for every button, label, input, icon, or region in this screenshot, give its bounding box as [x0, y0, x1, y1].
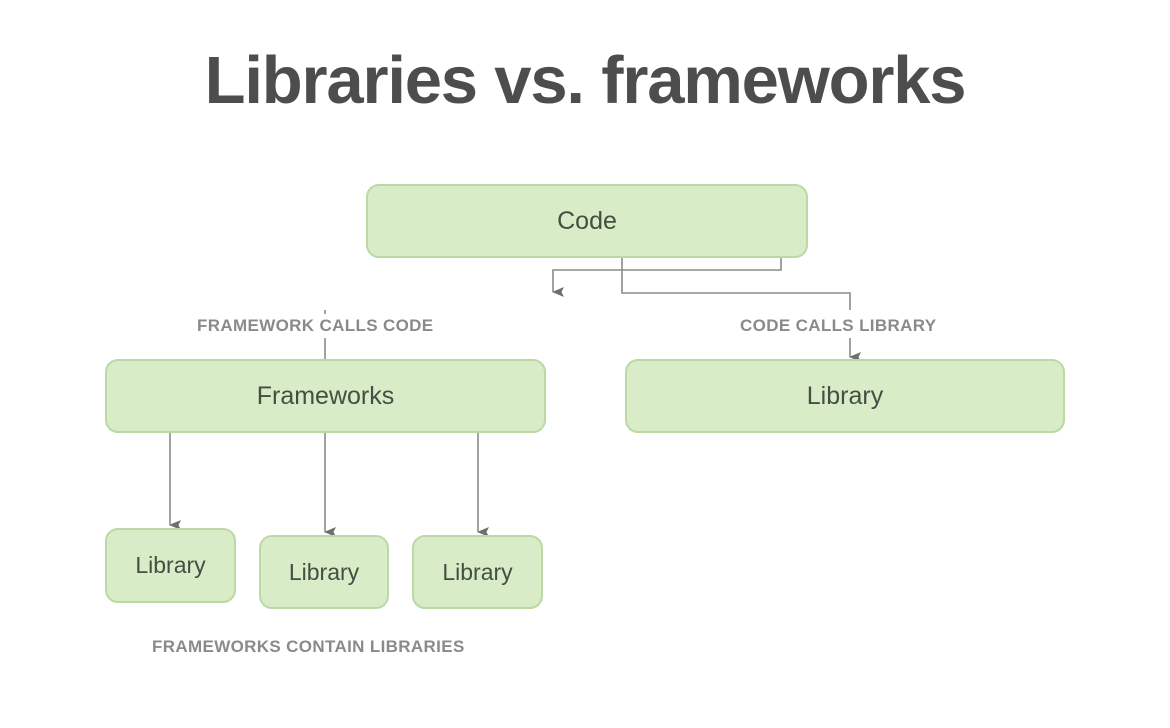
- edge-label-code-calls-library: CODE CALLS LIBRARY: [736, 314, 941, 338]
- node-library-2[interactable]: Library: [259, 535, 389, 609]
- caption-frameworks-contain-libraries: FRAMEWORKS CONTAIN LIBRARIES: [148, 635, 469, 659]
- edge-code-to-library-right-a: [621, 258, 851, 310]
- node-library-right[interactable]: Library: [625, 359, 1065, 433]
- edge-label-framework-calls-code: FRAMEWORK CALLS CODE: [193, 314, 438, 338]
- page-title: Libraries vs. frameworks: [204, 43, 967, 118]
- node-code[interactable]: Code: [366, 184, 808, 258]
- node-library-1[interactable]: Library: [105, 528, 236, 603]
- node-library-3[interactable]: Library: [412, 535, 543, 609]
- node-frameworks[interactable]: Frameworks: [105, 359, 546, 433]
